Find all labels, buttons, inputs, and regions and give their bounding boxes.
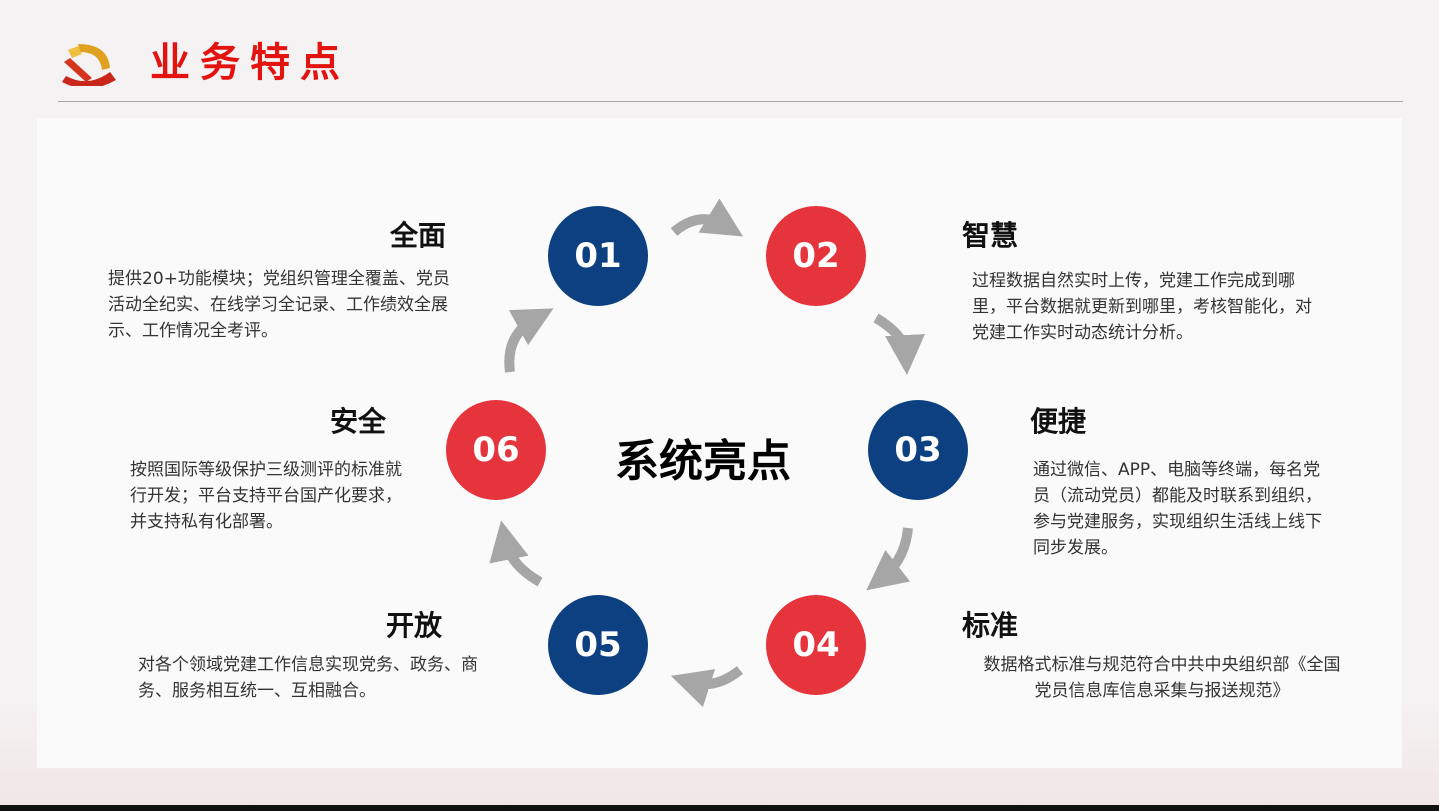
divider (58, 101, 1403, 102)
arrow-06-01 (504, 308, 554, 373)
arrow-02-03 (873, 313, 925, 375)
item-text-06: 按照国际等级保护三级测评的标准就行开发；平台支持平台国产化要求，并支持私有化部署… (130, 460, 402, 532)
item-title-04: 标准 (962, 609, 1019, 642)
item-title-03: 便捷 (1030, 405, 1087, 438)
item-text-02: 过程数据自然实时上传，党建工作完成到哪里，平台数据就更新到哪里，考核智能化，对党… (972, 271, 1312, 343)
item-text-03: 通过微信、APP、电脑等终端，每名党员（流动党员）都能及时联系到组织，参与党建服… (1033, 460, 1322, 558)
arrow-01-02 (670, 198, 744, 237)
step-circle-05: 05 (548, 595, 648, 695)
page-title: 业务特点 (150, 40, 350, 86)
step-circle-06: 06 (446, 400, 546, 500)
step-circle-04: 04 (766, 595, 866, 695)
center-label: 系统亮点 (615, 436, 791, 487)
item-title-05: 开放 (386, 609, 443, 642)
arrow-04-05 (670, 666, 744, 708)
item-text-04: 数据格式标准与规范符合中共中央组织部《全国党员信息库信息采集与报送规范》 (983, 655, 1341, 701)
item-title-06: 安全 (330, 405, 387, 438)
item-title-01: 全面 (390, 219, 447, 252)
arrow-03-04 (866, 527, 913, 591)
step-circle-03: 03 (868, 400, 968, 500)
item-text-01: 提供20+功能模块；党组织管理全覆盖、党员活动全纪实、在线学习全记录、工作绩效全… (108, 269, 450, 341)
arrow-05-06 (489, 520, 543, 587)
bottom-bar (0, 805, 1439, 811)
step-circle-01: 01 (548, 206, 648, 306)
party-emblem-icon (62, 44, 116, 86)
item-text-05: 对各个领域党建工作信息实现党务、政务、商务、服务相互统一、互相融合。 (138, 655, 478, 701)
item-title-02: 智慧 (962, 219, 1019, 252)
step-circle-02: 02 (766, 206, 866, 306)
